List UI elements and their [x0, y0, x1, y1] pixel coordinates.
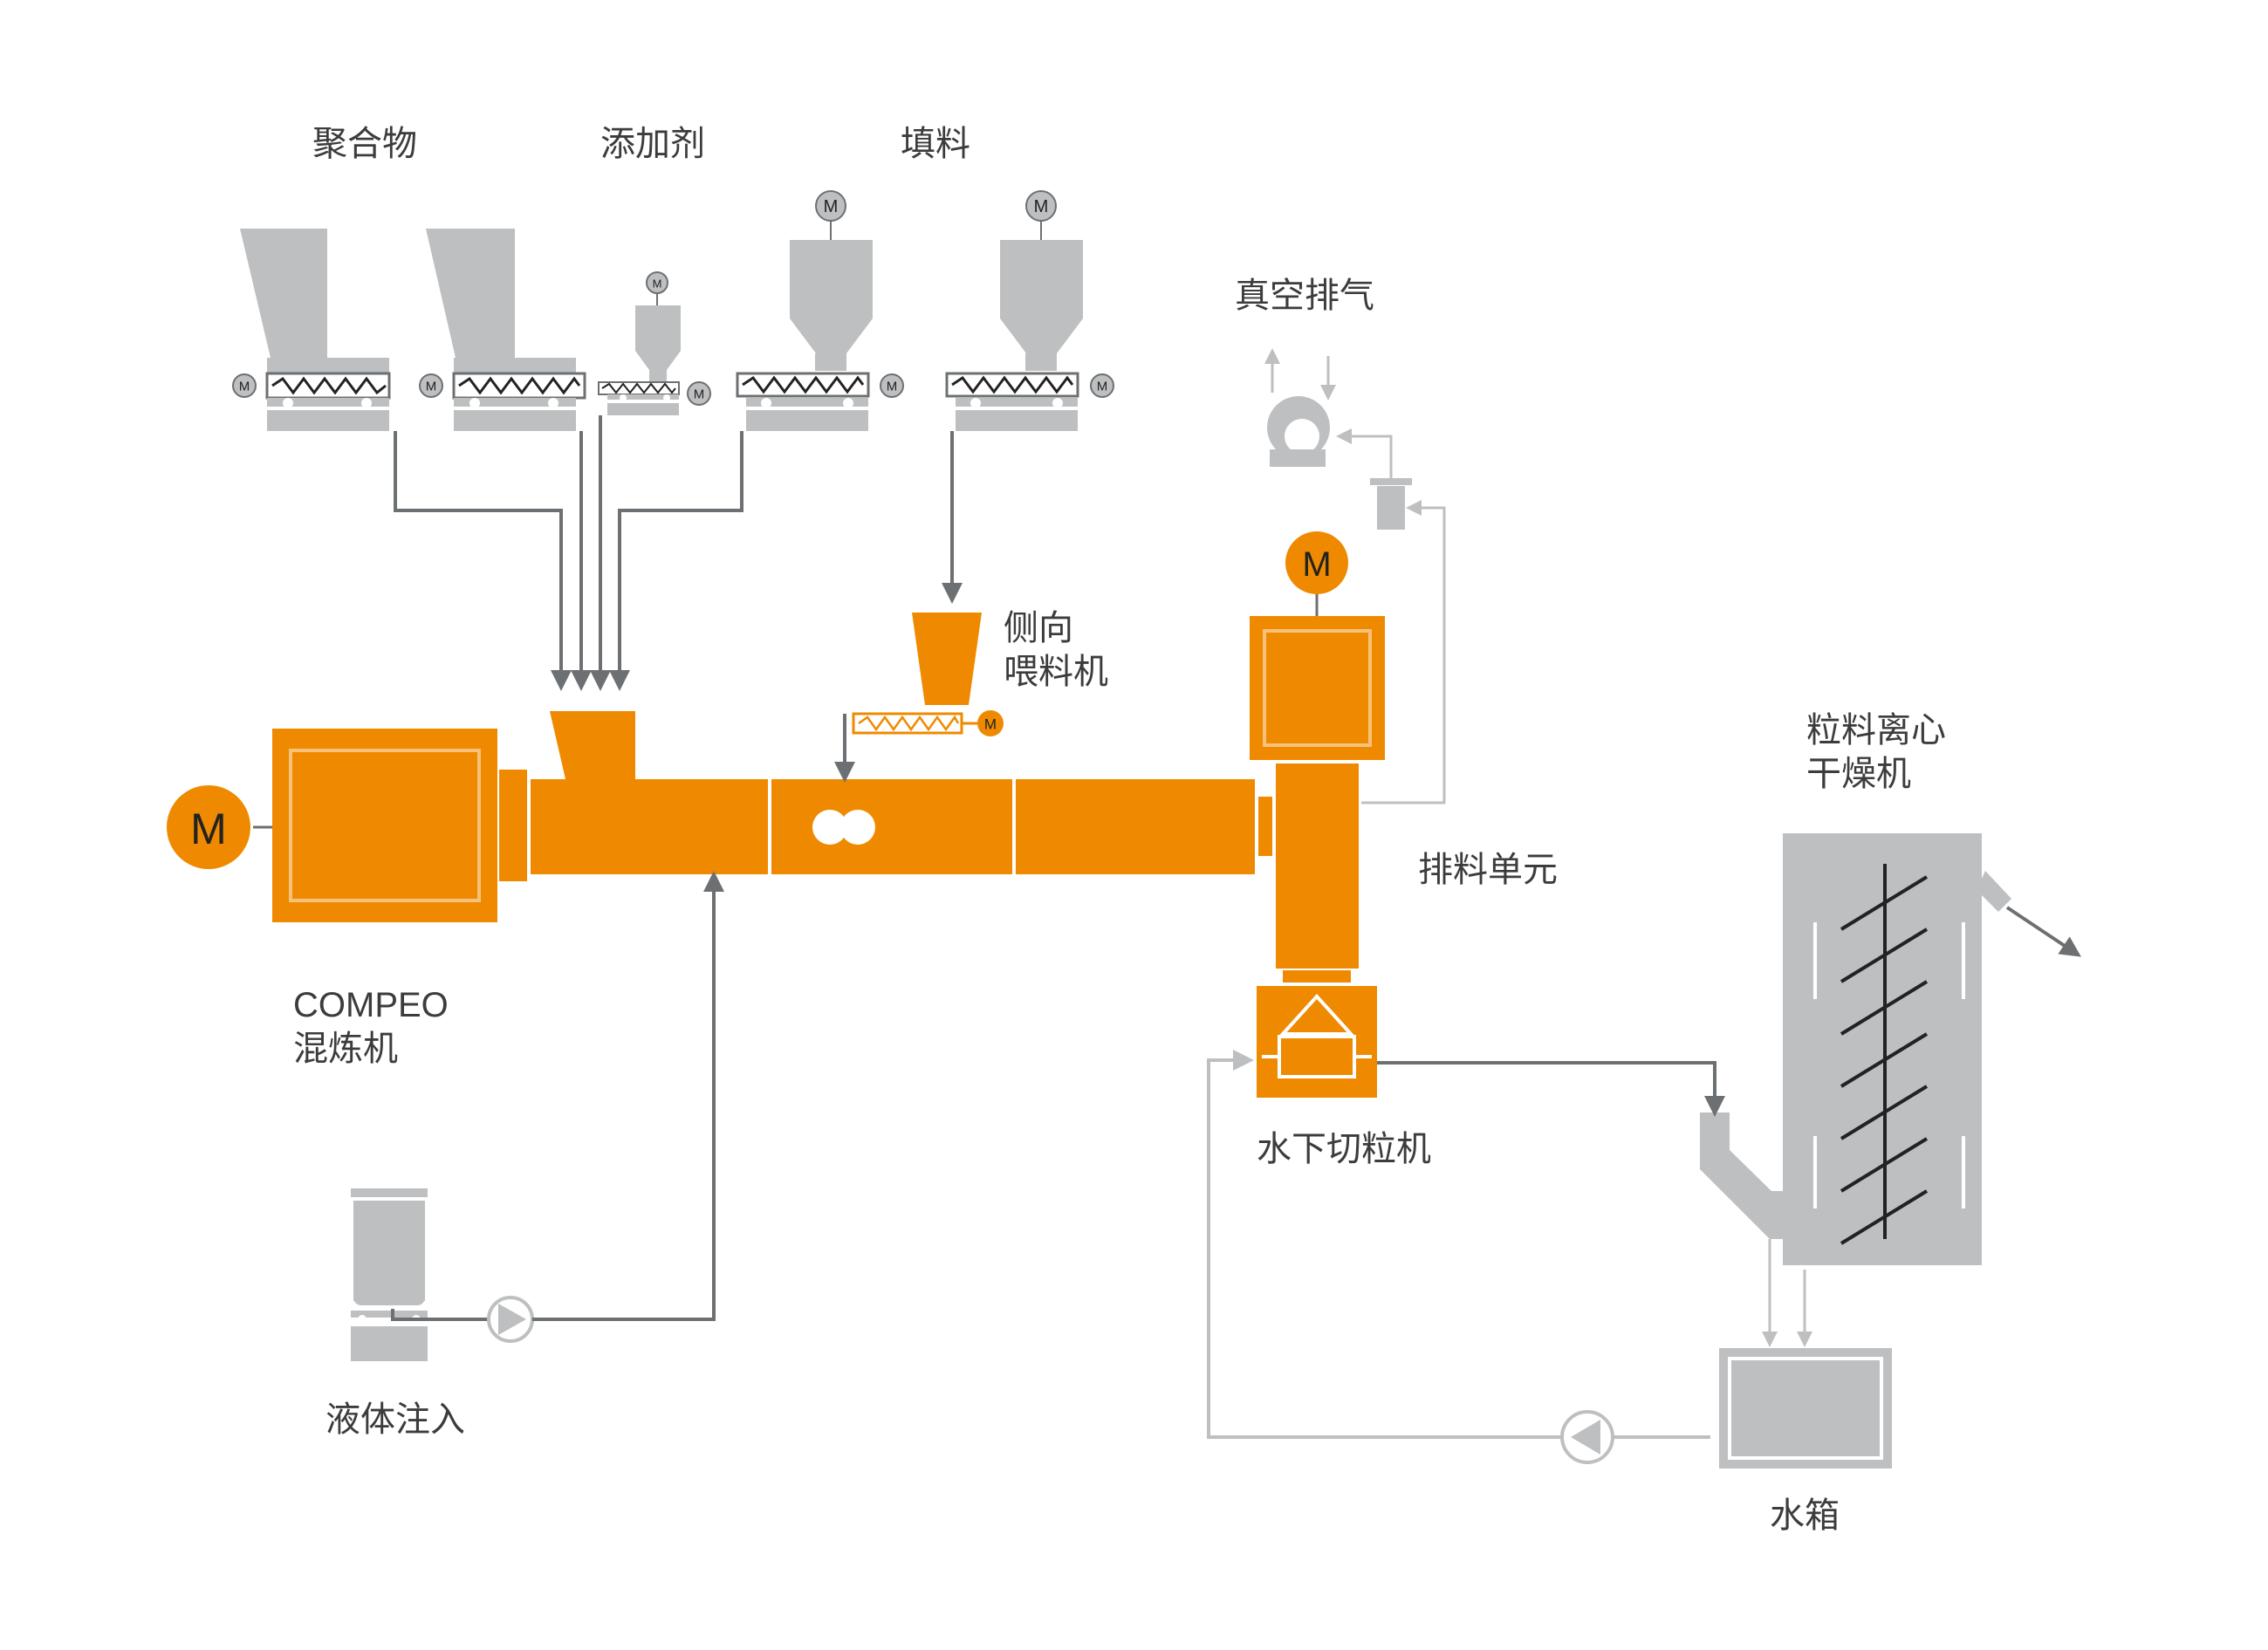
motor-icon: M: [232, 373, 257, 398]
svg-text:M: M: [426, 380, 437, 394]
svg-text:M: M: [887, 380, 898, 394]
motor-icon: M: [977, 710, 1004, 736]
side-feeder: [852, 613, 982, 735]
liquid-injection: [351, 871, 724, 1361]
label-compeo-1: COMPEO: [293, 986, 449, 1024]
label-discharge: 排料单元: [1418, 850, 1558, 890]
svg-text:M: M: [1034, 197, 1049, 216]
label-dryer-1: 粒料离心: [1806, 710, 1946, 750]
filler-feeder-2: [945, 220, 1083, 431]
svg-text:M: M: [190, 804, 227, 853]
vacuum-pump: [1264, 348, 1446, 804]
label-additive: 添加剂: [600, 124, 705, 164]
feed-lines: [394, 415, 963, 691]
motor-icon: M: [687, 381, 711, 406]
water-tank: [1719, 1239, 1892, 1469]
label-polymer: 聚合物: [312, 124, 417, 164]
additive-feeder: [598, 294, 681, 415]
underwater-pelletizer: [1257, 986, 1377, 1098]
label-side-feeder-1: 侧向: [1004, 608, 1073, 648]
label-water-tank: 水箱: [1770, 1496, 1840, 1536]
motor-icon: M: [419, 373, 443, 398]
filler-feeder-1: [736, 220, 873, 431]
main-motor-icon: M: [167, 785, 272, 869]
label-underwater-pelletizer: 水下切粒机: [1257, 1129, 1431, 1169]
svg-text:M: M: [984, 716, 997, 733]
pellet-transfer-line: [1377, 1061, 1725, 1117]
polymer-feeder-2: [426, 229, 586, 431]
label-vacuum: 真空排气: [1235, 276, 1374, 316]
label-dryer-2: 干燥机: [1806, 754, 1911, 794]
polymer-feeder-1: [240, 229, 391, 431]
motor-icon: M: [880, 373, 904, 398]
svg-text:M: M: [694, 387, 705, 402]
discharge-unit: [1250, 593, 1385, 982]
discharge-motor-icon: M: [1285, 531, 1348, 594]
svg-text:M: M: [1097, 380, 1108, 394]
motor-icon: M: [1025, 190, 1057, 222]
compeo-kneader: [272, 711, 1272, 922]
svg-text:M: M: [1302, 545, 1331, 584]
svg-text:M: M: [239, 380, 250, 394]
svg-text:M: M: [653, 277, 662, 291]
motor-icon: M: [646, 271, 668, 294]
svg-text:M: M: [824, 197, 839, 216]
label-liquid-injection: 液体注入: [325, 1400, 465, 1440]
motor-icon: M: [815, 190, 846, 222]
label-side-feeder-2: 喂料机: [1004, 652, 1108, 692]
label-filler: 填料: [901, 124, 970, 164]
water-return-loop: [1207, 1050, 1710, 1464]
label-compeo-2: 混炼机: [293, 1029, 398, 1069]
motor-icon: M: [1090, 373, 1114, 398]
centrifugal-dryer: [1700, 833, 2081, 1265]
